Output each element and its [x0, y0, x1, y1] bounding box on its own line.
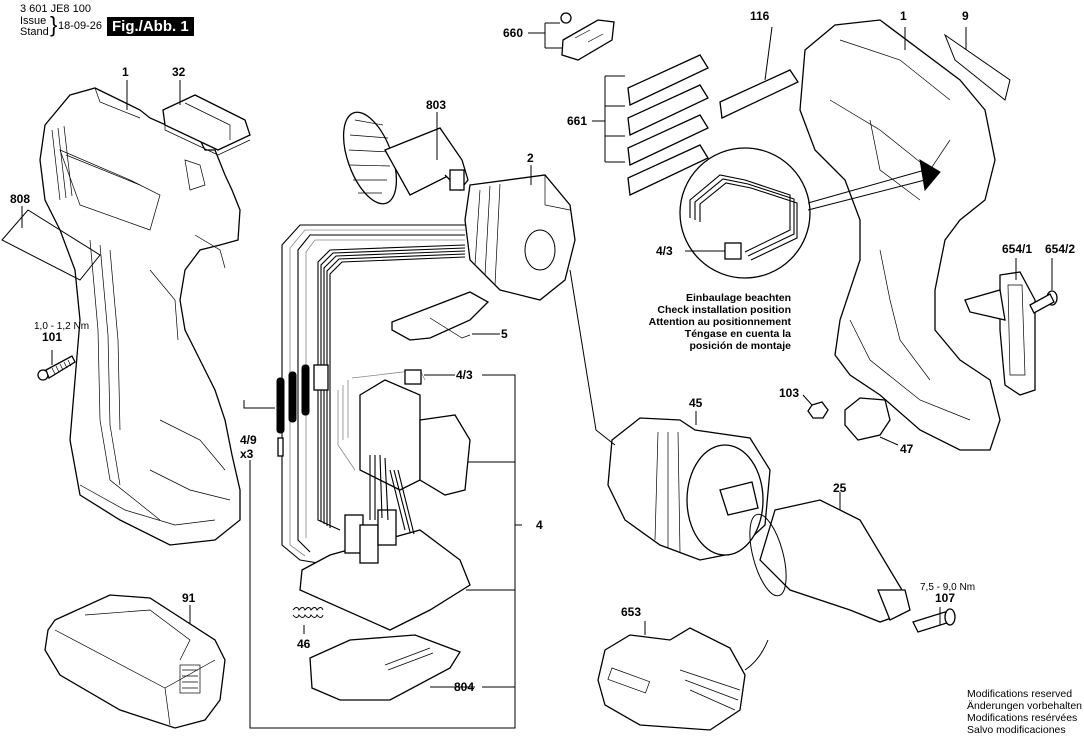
- nut-drawing: [807, 401, 829, 419]
- issue-label: Issue: [20, 15, 47, 27]
- installation-note: Einbaulage beachten Check installation p…: [649, 292, 791, 352]
- electronics-module-drawing: [299, 369, 471, 631]
- wiring-harness-drawing: [276, 224, 466, 566]
- figure-label: Fig./Abb. 1: [107, 17, 194, 36]
- label-part-660: 660: [503, 26, 524, 40]
- housing-left-drawing: [39, 87, 241, 546]
- installation-note-line: Einbaulage beachten: [685, 292, 791, 304]
- label-part-808: 808: [10, 192, 31, 206]
- label-part-804: 804: [454, 680, 475, 694]
- battery-pack-drawing: [44, 594, 226, 729]
- label-part-653: 653: [621, 605, 642, 619]
- modifications-note: Modifications reserved Änderungen vorbeh…: [967, 688, 1082, 736]
- label-part-4: 4: [536, 518, 543, 532]
- cap-drawing: [844, 397, 891, 441]
- modifications-note-line: Salvo modificaciones: [967, 724, 1066, 736]
- charger-drawing: [597, 627, 769, 731]
- label-part-47: 47: [900, 442, 914, 456]
- label-part-654-1: 654/1: [1002, 242, 1033, 256]
- motor-drawing: [464, 174, 576, 301]
- modifications-note-line: Modifications resérvées: [967, 712, 1078, 724]
- label-part-803: 803: [426, 98, 447, 112]
- spring-drawing: [292, 607, 324, 618]
- gearbox-drawing: [607, 417, 771, 561]
- label-part-4-3-main: 4/3: [456, 368, 473, 382]
- modifications-note-line: Modifications reserved: [967, 688, 1073, 700]
- covers-661-drawing: [627, 54, 709, 196]
- detail-circle-drawing: [679, 147, 941, 279]
- installation-note-line: posición de montaje: [689, 340, 791, 352]
- label-part-103: 103: [779, 386, 800, 400]
- label-part-1-left: 1: [122, 65, 129, 79]
- issue-date: 18-09-26: [58, 20, 103, 32]
- housing-right-drawing: [799, 19, 1001, 451]
- label-part-4-9-qty: x3: [240, 447, 254, 461]
- label-part-45: 45: [689, 396, 703, 410]
- label-part-9: 9: [962, 9, 969, 23]
- brace-glyph: }: [50, 12, 58, 37]
- rotor-drawing: [342, 111, 469, 205]
- part-number: 3 601 JE8 100: [20, 3, 91, 15]
- label-part-91: 91: [182, 591, 196, 605]
- label-part-654-2: 654/2: [1045, 242, 1076, 256]
- label-part-4-3-detail: 4/3: [656, 244, 673, 258]
- label-part-101: 101: [42, 330, 63, 344]
- base-plate-drawing: [309, 634, 461, 701]
- stand-label: Stand: [20, 26, 49, 38]
- torque-101: 1,0 - 1,2 Nm: [34, 321, 90, 332]
- leader-lines: [21, 22, 1053, 729]
- chuck-drawing: [749, 499, 911, 623]
- modifications-note-line: Änderungen vorbehalten: [967, 700, 1083, 712]
- screw-107-drawing: [912, 608, 956, 633]
- installation-note-line: Téngase en cuenta la: [684, 328, 791, 340]
- label-part-2: 2: [527, 151, 534, 165]
- label-part-116: 116: [750, 9, 770, 23]
- slide-switch-drawing: [391, 291, 490, 341]
- label-part-4-9: 4/9: [240, 433, 257, 447]
- label-part-661: 661: [567, 114, 588, 128]
- torque-107: 7,5 - 9,0 Nm: [920, 582, 976, 593]
- label-part-1-right: 1: [900, 9, 907, 23]
- label-part-25: 25: [833, 481, 847, 495]
- label-part-32: 32: [172, 65, 186, 79]
- label-808-drawing: [1, 209, 101, 281]
- cover-116-drawing: [719, 69, 799, 119]
- label-9-drawing: [943, 33, 1011, 101]
- installation-note-line: Attention au positionnement: [648, 316, 791, 328]
- screw-101-drawing: [37, 355, 76, 381]
- switch-cap-drawing: [162, 94, 251, 156]
- installation-note-line: Check installation position: [657, 304, 791, 316]
- screw-654-2-drawing: [1029, 290, 1058, 314]
- belt-clip-drawing: [964, 271, 1036, 396]
- label-part-5: 5: [501, 327, 508, 341]
- bit-holder-drawing: [560, 12, 615, 61]
- label-part-107: 107: [935, 591, 956, 605]
- label-part-46: 46: [297, 637, 311, 651]
